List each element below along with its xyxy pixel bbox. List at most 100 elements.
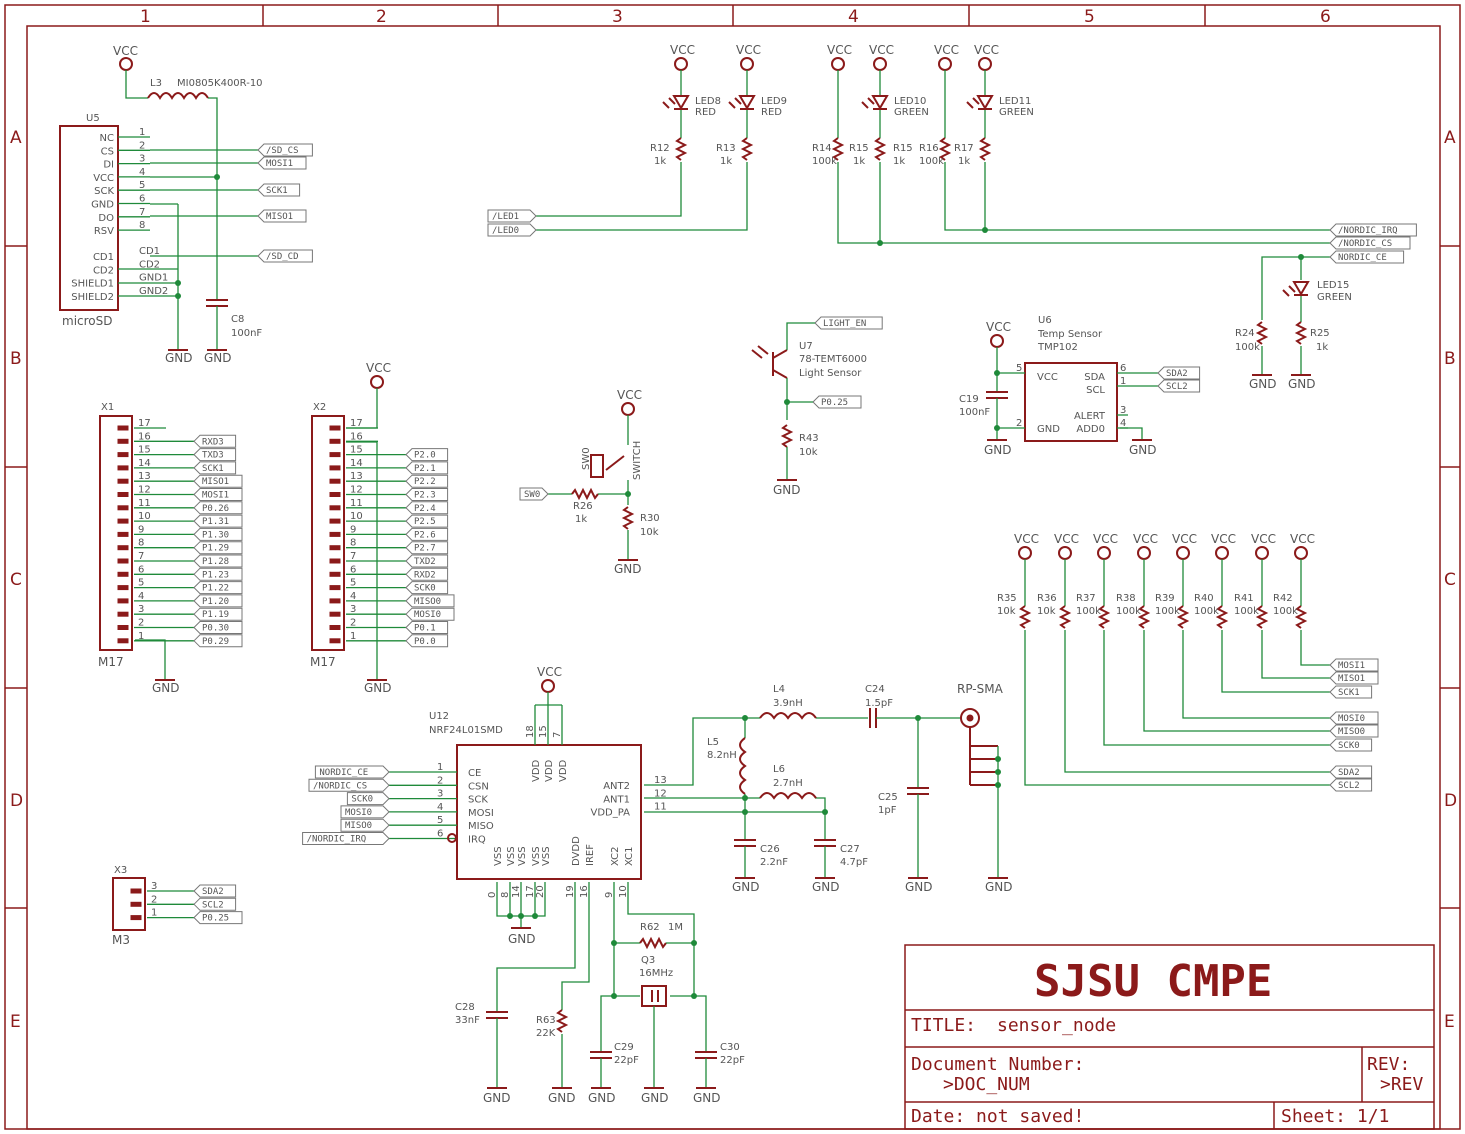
svg-text:P1.30: P1.30: [202, 530, 229, 540]
svg-text:GND: GND: [985, 880, 1013, 894]
u12-pin-num: 13: [654, 775, 667, 786]
res-ref: R40: [1194, 593, 1214, 604]
svg-text:SCK1: SCK1: [266, 186, 288, 196]
res-val: 100k: [812, 156, 837, 167]
svg-text:GND: GND: [483, 1091, 511, 1105]
gnd-label: GND: [1288, 377, 1316, 391]
res-ref: R35: [997, 593, 1017, 604]
svg-text:R63: R63: [536, 1015, 556, 1026]
net-flag-txd2: TXD2: [405, 554, 449, 568]
svg-text:SCK1: SCK1: [202, 464, 224, 474]
svg-text:2.2nF: 2.2nF: [760, 857, 788, 868]
svg-text:SWITCH: SWITCH: [632, 441, 643, 480]
u5-pin-label: SHIELD2: [71, 292, 114, 303]
svg-text:8.2nH: 8.2nH: [707, 750, 737, 761]
nrf24-u12[interactable]: U12 NRF24L01SMD CE1NORDIC_CECSN2/NORDIC_…: [302, 665, 667, 946]
u12-pin-label: VSS: [531, 846, 542, 866]
microsd-u5[interactable]: U5 microSD NCCSDIVCCSCKGNDDORSVCD1CD2SHI…: [59, 44, 313, 365]
switch-sw0[interactable]: VCC SWITCH SW0 R26 1k R30 10k GND SW0: [519, 388, 660, 576]
svg-text:RXD2: RXD2: [414, 570, 436, 580]
res-ref: R36: [1037, 593, 1057, 604]
net-flag-p21: P2.1: [405, 461, 449, 475]
grid-col-label: 6: [1320, 7, 1331, 27]
svg-text:C24: C24: [865, 684, 885, 695]
header-pin-num: 7: [138, 551, 144, 562]
header-pin-num: 4: [350, 591, 356, 602]
led-ref: LED9: [761, 96, 787, 107]
svg-text:5: 5: [1016, 363, 1022, 374]
rf-matching[interactable]: L4 3.9nH L6 2.7nH L5 8.2nH C26 2.2nF GND…: [644, 682, 1013, 894]
company-name: SJSU CMPE: [1034, 956, 1272, 1007]
svg-text:SCL2: SCL2: [202, 900, 224, 910]
net-flag-txd3: TXD3: [193, 448, 237, 462]
u12-pin-num: 2: [437, 775, 443, 786]
led-color: RED: [761, 107, 782, 118]
grid-row-label: D: [1444, 791, 1457, 811]
svg-text:P1.31: P1.31: [202, 517, 229, 527]
grid-row-label: A: [10, 128, 22, 148]
u12-pin-num: 0: [487, 892, 498, 898]
u12-pin-label: CSN: [468, 781, 489, 792]
net-flag-sda2: SDA2: [1329, 765, 1373, 779]
u12-pin-label: MISO: [468, 821, 494, 832]
header-x2[interactable]: X2 M17 1716151413121110987654321P2.0P2.1…: [310, 361, 455, 695]
svg-text:GND: GND: [152, 681, 180, 695]
net-flag-miso0: MISO0: [405, 594, 455, 608]
net-flag-p026: P0.26: [193, 501, 243, 515]
svg-text:GND: GND: [165, 351, 193, 365]
svg-text:MISO1: MISO1: [1338, 674, 1365, 684]
res-val: 1k: [958, 156, 970, 167]
header-pin-num: 13: [138, 471, 151, 482]
led-block[interactable]: VCCLED8REDR121kVCCLED9REDR131kVCCLED10GR…: [487, 43, 1417, 409]
svg-text:SW0: SW0: [581, 447, 592, 470]
svg-text:P1.20: P1.20: [202, 597, 229, 607]
svg-text:TXD3: TXD3: [202, 451, 224, 461]
res-ref: R13: [716, 143, 736, 154]
u5-name: microSD: [62, 314, 113, 328]
net-flag-mosi1: MOSI1: [193, 488, 243, 501]
u12-pin-num: 14: [511, 885, 522, 898]
light-sensor-u7[interactable]: U7 78-TEMT6000 Light Sensor R43 10k GND: [751, 322, 867, 497]
svg-text:C26: C26: [760, 844, 780, 855]
svg-text:P2.7: P2.7: [414, 544, 436, 554]
res-ref: R16: [919, 143, 939, 154]
res-val: 100k: [1116, 606, 1141, 617]
res-val: 1k: [720, 156, 732, 167]
svg-text:X3: X3: [114, 865, 127, 876]
res-val: 100k: [1076, 606, 1101, 617]
svg-text:SW0: SW0: [524, 490, 540, 500]
svg-text:M17: M17: [98, 655, 124, 669]
u12-pin-num: 3: [437, 789, 443, 800]
grid-col-label: 3: [612, 7, 623, 27]
net-flag-sck0: SCK0: [405, 581, 449, 595]
svg-text:GND: GND: [1129, 443, 1157, 457]
u12-pin-label: VSS: [493, 846, 504, 866]
svg-text:6: 6: [1120, 363, 1126, 374]
u12-pin-num: 9: [604, 892, 615, 898]
svg-text:3: 3: [1120, 405, 1126, 416]
svg-text:GND: GND: [614, 562, 642, 576]
svg-text:R43: R43: [799, 433, 819, 444]
svg-text:P0.29: P0.29: [202, 637, 229, 647]
vcc-label: VCC: [670, 43, 695, 57]
svg-text:R25: R25: [1310, 328, 1330, 339]
led-color: GREEN: [894, 107, 929, 118]
svg-text:/SD_CS: /SD_CS: [266, 146, 299, 156]
net-flag-p27: P2.7: [405, 541, 449, 555]
net-flag-sdcd: /SD_CD: [257, 249, 313, 263]
crystal-block[interactable]: C28 33nF GND R63 22K GND R62 1M Q3 16MHz…: [455, 882, 745, 1105]
svg-text:VCC: VCC: [537, 665, 562, 679]
svg-text:Document Number:: Document Number:: [911, 1054, 1084, 1075]
u5-pin-num: 2: [139, 140, 145, 151]
pullup-block[interactable]: VCCR3510kVCCR3610kVCCR37100kVCCR38100kVC…: [997, 532, 1379, 792]
net-flag-sw0: SW0: [519, 487, 549, 501]
vcc-label: VCC: [1172, 532, 1197, 546]
svg-text:R15: R15: [893, 143, 913, 154]
vcc-label: VCC: [1211, 532, 1236, 546]
header-pin-num: 12: [138, 485, 151, 496]
header-x1[interactable]: X1 M17 1716151413121110987654321RXD3TXD3…: [98, 402, 243, 695]
